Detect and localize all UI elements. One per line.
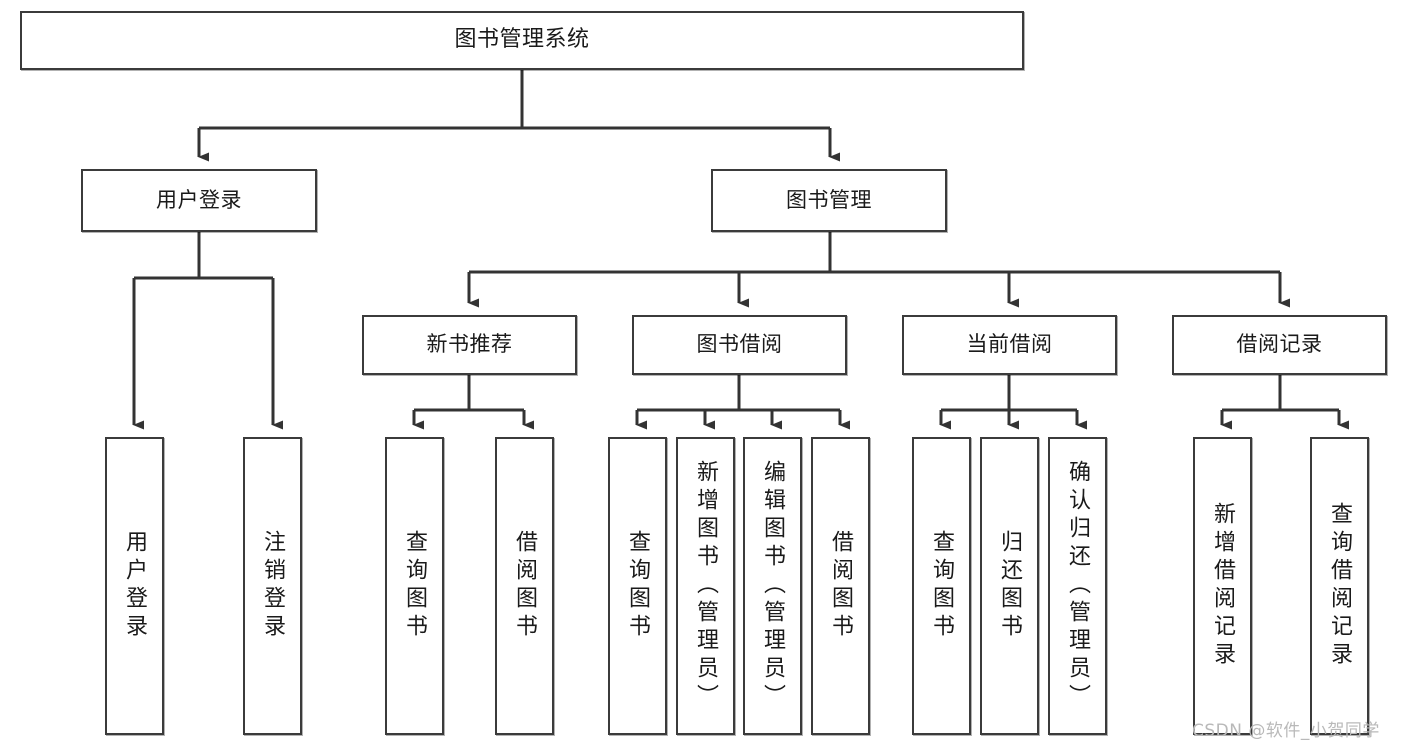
leaf-book-borrow-query[interactable]: 查询图书 <box>608 437 667 735</box>
leaf-new-book-query[interactable]: 查询图书 <box>385 437 444 735</box>
leaf-label: 用户登录 <box>122 530 148 642</box>
leaf-book-borrow-borrow[interactable]: 借阅图书 <box>811 437 870 735</box>
node-book-borrow[interactable]: 图书借阅 <box>632 315 847 375</box>
node-new-book-recommend[interactable]: 新书推荐 <box>362 315 577 375</box>
node-current-borrow[interactable]: 当前借阅 <box>902 315 1117 375</box>
node-label: 借阅记录 <box>1236 332 1323 357</box>
leaf-user-login-signout[interactable]: 注销登录 <box>243 437 302 735</box>
leaf-label: 查询图书 <box>402 530 428 642</box>
node-label: 新书推荐 <box>426 332 513 357</box>
leaf-label: 编辑图书（管理员） <box>760 460 786 712</box>
leaf-current-borrow-query[interactable]: 查询图书 <box>912 437 971 735</box>
node-root-system[interactable]: 图书管理系统 <box>20 11 1024 70</box>
leaf-label: 借阅图书 <box>512 530 538 642</box>
node-borrow-record[interactable]: 借阅记录 <box>1172 315 1387 375</box>
leaf-label: 查询借阅记录 <box>1327 502 1353 670</box>
node-label: 用户登录 <box>156 187 242 212</box>
node-label: 图书管理系统 <box>454 27 590 53</box>
leaf-borrow-record-add[interactable]: 新增借阅记录 <box>1193 437 1252 735</box>
leaf-current-borrow-return[interactable]: 归还图书 <box>980 437 1039 735</box>
node-label: 图书管理 <box>786 187 872 212</box>
leaf-label: 注销登录 <box>260 530 286 642</box>
node-label: 当前借阅 <box>966 332 1053 357</box>
leaf-user-login-signin[interactable]: 用户登录 <box>105 437 164 735</box>
leaf-label: 新增图书（管理员） <box>693 460 719 712</box>
leaf-label: 归还图书 <box>997 530 1023 642</box>
leaf-label: 借阅图书 <box>828 530 854 642</box>
node-label: 图书借阅 <box>696 332 783 357</box>
leaf-borrow-record-query[interactable]: 查询借阅记录 <box>1310 437 1369 735</box>
leaf-label: 查询图书 <box>929 530 955 642</box>
node-book-management[interactable]: 图书管理 <box>711 169 947 232</box>
node-user-login[interactable]: 用户登录 <box>81 169 317 232</box>
leaf-label: 新增借阅记录 <box>1210 502 1236 670</box>
leaf-current-borrow-confirm-return[interactable]: 确认归还（管理员） <box>1048 437 1107 735</box>
leaf-book-borrow-add[interactable]: 新增图书（管理员） <box>676 437 735 735</box>
leaf-label: 查询图书 <box>625 530 651 642</box>
leaf-book-borrow-edit[interactable]: 编辑图书（管理员） <box>743 437 802 735</box>
leaf-label: 确认归还（管理员） <box>1065 460 1091 712</box>
leaf-new-book-borrow[interactable]: 借阅图书 <box>495 437 554 735</box>
